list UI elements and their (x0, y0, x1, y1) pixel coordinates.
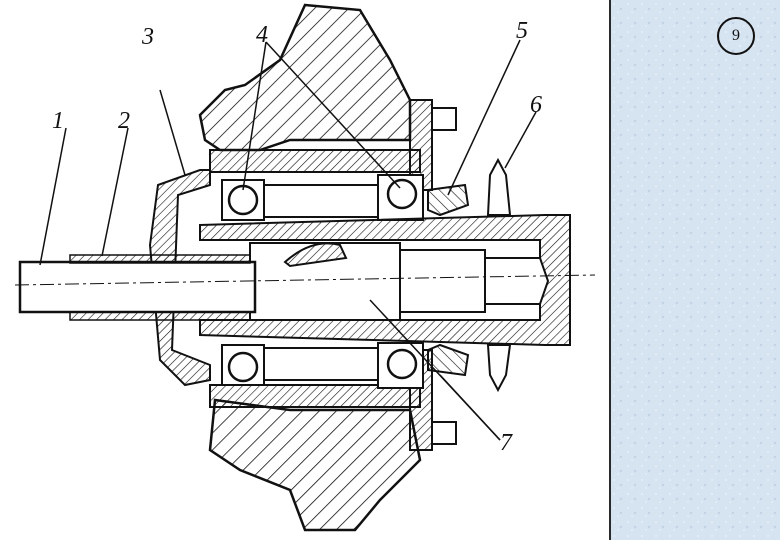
leader-7b (369, 299, 501, 441)
sprocket-tooth-top (486, 157, 512, 216)
callout-6: 6 (530, 92, 542, 118)
leader-6 (504, 111, 537, 169)
leader-5 (447, 39, 521, 196)
bearing-ball-top-left (227, 184, 259, 216)
callout-7: 7 (500, 430, 513, 456)
callout-1: 1 (52, 108, 64, 134)
callout-3: 3 (141, 24, 154, 50)
callout-2: 2 (118, 108, 130, 134)
input-shaft-1 (18, 260, 257, 314)
shaft-tip (484, 257, 550, 305)
callout-5: 5 (516, 18, 528, 44)
spacer-bottom (263, 347, 379, 381)
technical-drawing: 1 2 3 4 5 6 7 (14, 3, 596, 532)
shaft-end (399, 249, 486, 313)
gear-teeth (283, 242, 348, 268)
page-number: 9 (732, 27, 740, 44)
bearing-ball-bottom-right (386, 348, 418, 380)
leader-4b (265, 41, 401, 189)
side-panel (611, 0, 780, 540)
leader-4a (242, 41, 267, 191)
spacer-top (263, 184, 379, 218)
divider-line (609, 0, 611, 540)
panel-texture (611, 0, 780, 540)
bearing-ball-top-right (386, 178, 418, 210)
hub-6 (199, 214, 571, 346)
tube-2-bottom (69, 311, 251, 321)
sleeve-top (209, 149, 421, 173)
bearing-ball-bottom-left (227, 351, 259, 383)
axis-line (14, 274, 596, 286)
bolt-bottom (431, 421, 457, 445)
leader-2 (101, 127, 129, 257)
housing-lower (208, 398, 422, 532)
leader-3 (159, 89, 186, 176)
cross-section-diagram: 1 2 3 4 5 6 7 (14, 3, 596, 532)
tube-2 (69, 254, 251, 264)
housing-upper (198, 3, 412, 152)
callout-4: 4 (256, 22, 268, 48)
sprocket-tooth-bottom (486, 344, 512, 393)
cover-3 (148, 169, 211, 387)
page-number-badge: 9 (717, 17, 755, 55)
seal-5 (427, 183, 470, 217)
seal-7 (427, 343, 470, 377)
bolt-top (431, 107, 457, 131)
leader-1 (39, 127, 67, 266)
sleeve-bottom (209, 384, 421, 408)
